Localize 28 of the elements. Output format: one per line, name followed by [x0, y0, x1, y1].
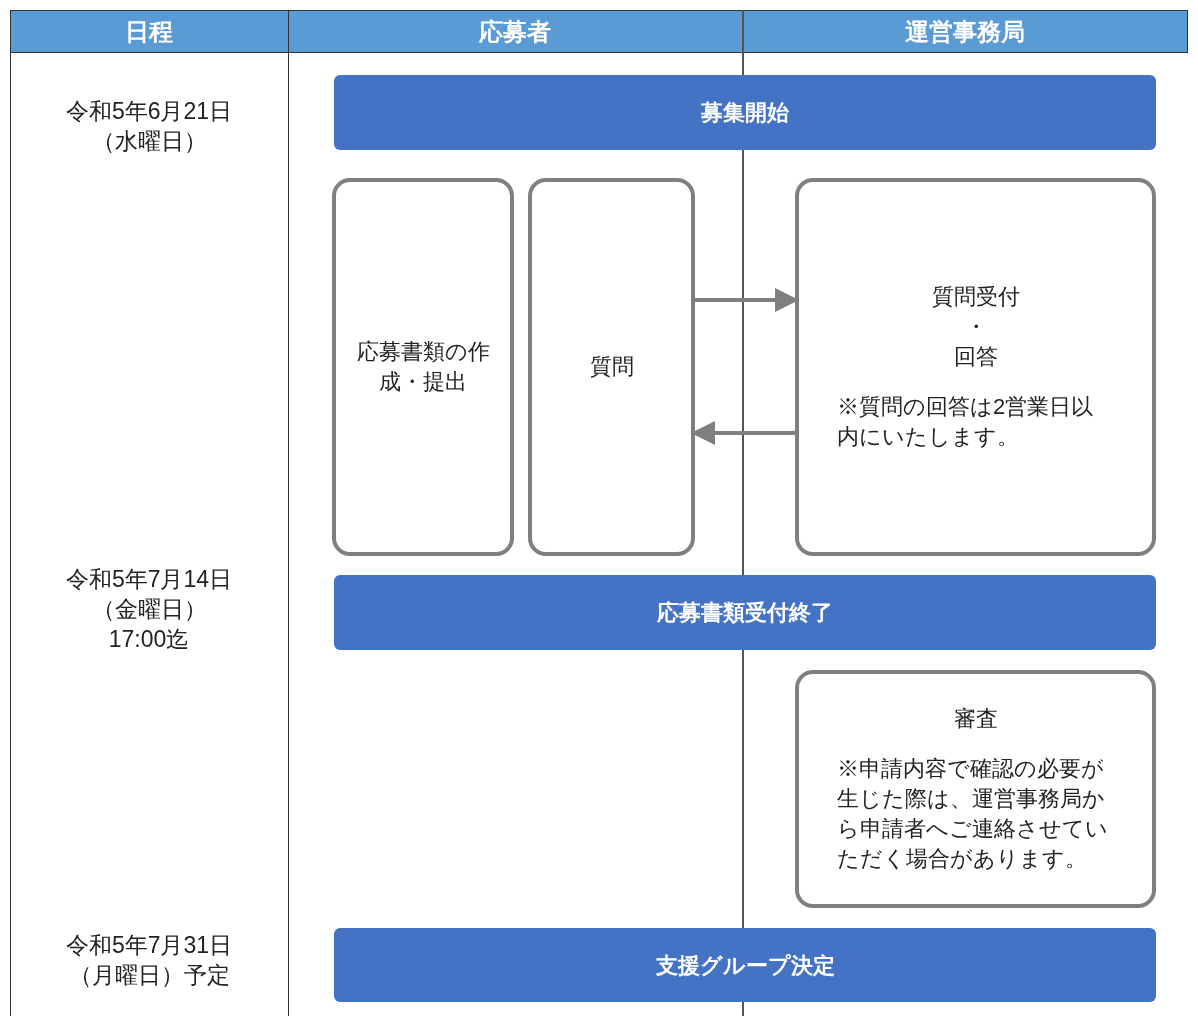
column-header: 運営事務局 [905, 16, 1025, 47]
step-text: 応募書類の作成・提出 [355, 338, 491, 396]
stage-title: 応募書類受付終了 [657, 599, 833, 627]
process-box [332, 178, 514, 556]
note-text: ※質問の回答は2営業日以内にいたします。 [836, 393, 1095, 451]
step-text: 回答 [952, 343, 999, 371]
stage-title: 支援グループ決定 [655, 951, 835, 980]
step-text: 質問受付 [930, 283, 1021, 311]
note-text: ※申請内容で確認の必要が生じた際は、運営事務局から申請者へご連絡させていただく場合があります。 [836, 755, 1109, 873]
process-box [795, 670, 1156, 908]
date-label: （水曜日） [91, 127, 207, 156]
stage-title: 募集開始 [701, 99, 789, 127]
date-label: 令和5年7月14日 [65, 565, 233, 594]
date-label: 令和5年6月21日 [65, 97, 233, 126]
date-label: 令和5年7月31日 [65, 931, 233, 960]
process-box [528, 178, 695, 556]
step-text: 質問 [588, 353, 635, 381]
column-header: 日程 [125, 16, 173, 47]
date-label: 17:00迄 [108, 625, 190, 654]
column-header: 応募者 [479, 16, 551, 47]
step-text: ・ [963, 313, 988, 341]
date-label: （金曜日） [91, 595, 207, 624]
stage-banner [334, 75, 1156, 150]
step-text: 審査 [952, 705, 999, 733]
stage-banner [334, 575, 1156, 650]
date-label: （月曜日）予定 [68, 961, 230, 990]
process-box [795, 178, 1156, 556]
stage-banner [334, 928, 1156, 1002]
